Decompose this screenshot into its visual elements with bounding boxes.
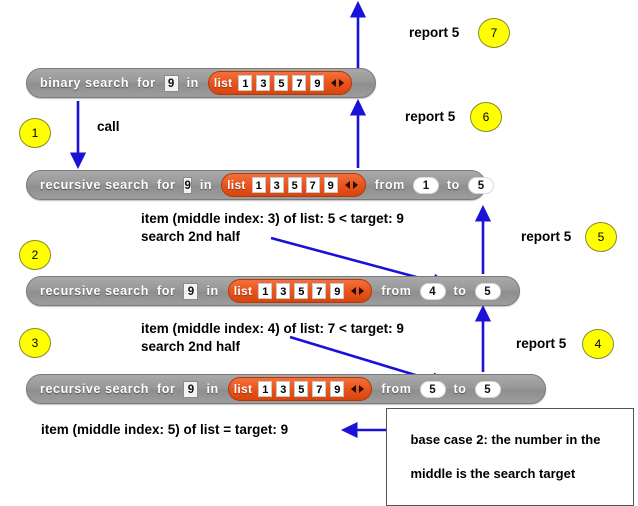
- block-to-label: to: [446, 178, 460, 192]
- list-cell[interactable]: 3: [256, 75, 271, 91]
- report-label-6: report 5: [405, 109, 456, 124]
- list-cell[interactable]: 7: [312, 381, 327, 397]
- note-step-1-line1: item (middle index: 3) of list: 5 < targ…: [141, 211, 404, 226]
- step-circle-1[interactable]: 1: [19, 118, 51, 148]
- list-label: list: [227, 178, 246, 192]
- list-cell[interactable]: 1: [258, 283, 273, 299]
- list-cell[interactable]: 9: [330, 381, 345, 397]
- block-for-label: for: [156, 382, 176, 396]
- list-label: list: [233, 382, 253, 396]
- list-cell[interactable]: 7: [312, 283, 327, 299]
- arrow-left-icon[interactable]: [351, 287, 357, 295]
- list-label: list: [233, 284, 253, 298]
- step-circle-4[interactable]: 4: [582, 329, 614, 359]
- list-cell[interactable]: 9: [330, 283, 345, 299]
- arrow-right-icon[interactable]: [339, 79, 345, 87]
- list-cell[interactable]: 1: [238, 75, 253, 91]
- list-cell[interactable]: 9: [323, 177, 338, 193]
- block-lead-label: recursive search: [40, 178, 149, 192]
- list-reporter[interactable]: list 1 3 5 7 9: [207, 71, 353, 95]
- arrow-left-icon[interactable]: [331, 79, 337, 87]
- block-binary-search[interactable]: binary search for 9 in list 1 3 5 7 9: [26, 68, 376, 98]
- from-input[interactable]: 1: [412, 176, 439, 194]
- call-label: call: [97, 119, 120, 134]
- list-scroll-arrows[interactable]: [344, 181, 358, 189]
- list-cell[interactable]: 1: [251, 177, 266, 193]
- callout-line-2: middle is the search target: [410, 466, 576, 481]
- list-scroll-arrows[interactable]: [351, 385, 365, 393]
- list-cell[interactable]: 7: [292, 75, 307, 91]
- block-for-label: for: [156, 284, 176, 298]
- arrow-right-icon[interactable]: [352, 181, 358, 189]
- block-in-label: in: [199, 178, 213, 192]
- block-to-label: to: [453, 382, 467, 396]
- block-recursive-search-3[interactable]: recursive search for 9 in list 1 3 5 7 9…: [26, 374, 546, 404]
- list-cell[interactable]: 3: [269, 177, 284, 193]
- list-label: list: [213, 76, 233, 90]
- target-input[interactable]: 9: [183, 176, 192, 194]
- list-reporter[interactable]: list 1 3 5 7 9: [227, 377, 373, 401]
- note-step-1-line2: search 2nd half: [141, 229, 241, 244]
- list-reporter[interactable]: list 1 3 5 7 9: [221, 173, 366, 197]
- step-circle-2[interactable]: 2: [19, 240, 51, 270]
- list-cell[interactable]: 1: [258, 381, 273, 397]
- block-to-label: to: [453, 284, 467, 298]
- block-from-label: from: [381, 284, 412, 298]
- to-input[interactable]: 5: [474, 282, 501, 300]
- target-input[interactable]: 9: [183, 282, 199, 300]
- step-circle-6[interactable]: 6: [470, 102, 502, 132]
- list-reporter[interactable]: list 1 3 5 7 9: [227, 279, 373, 303]
- list-cell[interactable]: 5: [294, 381, 309, 397]
- report-label-5: report 5: [521, 229, 572, 244]
- note-step-3: item (middle index: 5) of list = target:…: [41, 422, 289, 437]
- block-lead-label: recursive search: [40, 284, 149, 298]
- list-cell[interactable]: 5: [287, 177, 302, 193]
- note-step-2-line1: item (middle index: 4) of list: 7 < targ…: [141, 321, 404, 336]
- from-input[interactable]: 4: [419, 282, 446, 300]
- diagram-canvas: binary search for 9 in list 1 3 5 7 9 re…: [19, 0, 634, 506]
- list-cell[interactable]: 7: [305, 177, 320, 193]
- list-cell[interactable]: 5: [274, 75, 289, 91]
- arrow-right-icon[interactable]: [359, 287, 365, 295]
- base-case-callout: base case 2: the number in the middle is…: [386, 408, 634, 506]
- block-in-label: in: [186, 76, 199, 90]
- block-in-label: in: [206, 382, 219, 396]
- callout-line-1: base case 2: the number in the: [410, 432, 601, 447]
- arrow-right-icon[interactable]: [359, 385, 365, 393]
- block-from-label: from: [381, 382, 412, 396]
- block-recursive-search-2[interactable]: recursive search for 9 in list 1 3 5 7 9…: [26, 276, 520, 306]
- step-circle-7[interactable]: 7: [478, 18, 510, 48]
- block-lead-label: recursive search: [40, 382, 149, 396]
- block-in-label: in: [206, 284, 219, 298]
- arrow-left-icon[interactable]: [351, 385, 357, 393]
- step-circle-5[interactable]: 5: [585, 222, 617, 252]
- block-lead-label: binary search: [40, 76, 130, 90]
- report-label-7: report 5: [409, 25, 460, 40]
- target-input[interactable]: 9: [163, 74, 179, 92]
- block-from-label: from: [374, 178, 405, 192]
- block-for-label: for: [156, 178, 176, 192]
- to-input[interactable]: 5: [474, 380, 501, 398]
- list-cell[interactable]: 3: [276, 381, 291, 397]
- block-recursive-search-1[interactable]: recursive search for 9 in list 1 3 5 7 9…: [26, 170, 494, 200]
- list-scroll-arrows[interactable]: [331, 79, 345, 87]
- target-input[interactable]: 9: [183, 380, 199, 398]
- list-cell[interactable]: 5: [294, 283, 309, 299]
- block-for-label: for: [137, 76, 156, 90]
- note-step-2-line2: search 2nd half: [141, 339, 241, 354]
- report-label-4: report 5: [516, 336, 567, 351]
- arrow-left-icon[interactable]: [344, 181, 350, 189]
- list-scroll-arrows[interactable]: [351, 287, 365, 295]
- list-cell[interactable]: 3: [276, 283, 291, 299]
- from-input[interactable]: 5: [419, 380, 446, 398]
- to-input[interactable]: 5: [467, 176, 494, 194]
- list-cell[interactable]: 9: [310, 75, 325, 91]
- step-circle-3[interactable]: 3: [19, 328, 51, 358]
